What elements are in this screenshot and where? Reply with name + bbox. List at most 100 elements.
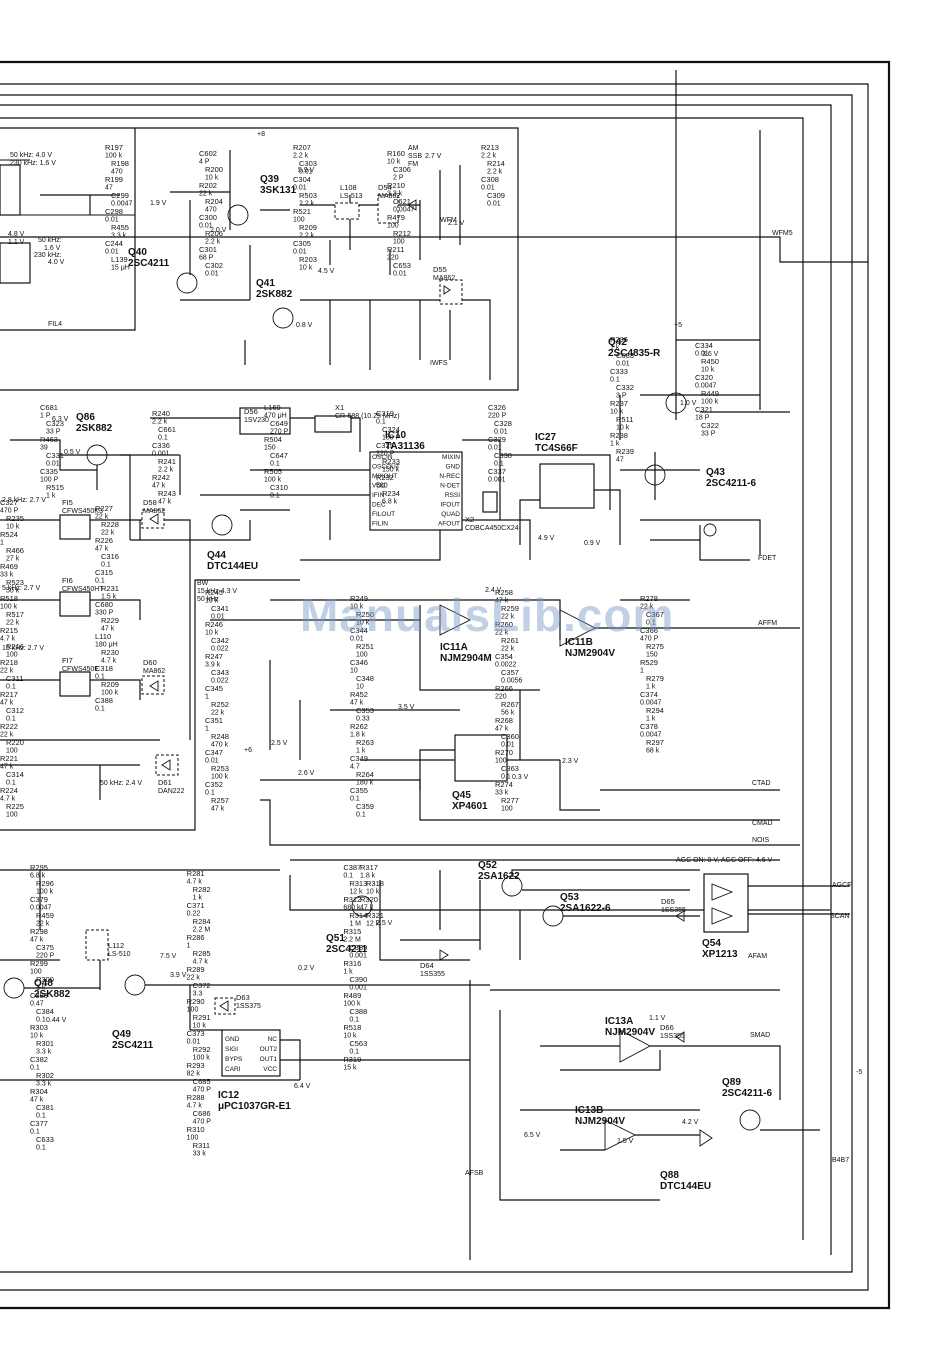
ic12-pin-left: BYPS (225, 1056, 243, 1063)
component-value-label: 10 k (366, 889, 380, 896)
component-value-label: 180 k (356, 780, 374, 787)
ic-part-label: TC4S66F (535, 443, 578, 454)
component-value-label: 27 k (6, 556, 20, 563)
component-ref-label: R300 (36, 975, 54, 984)
component-value-label: 0.22 (187, 911, 201, 918)
component-value-label: 82 k (187, 1071, 201, 1078)
component-ref-label: R314 (349, 911, 367, 920)
ic13b-opamp (604, 1119, 637, 1151)
filter-part-label: LS-510 (108, 951, 131, 958)
component-ref-label: C647 (270, 451, 288, 460)
component-ref-label: R263 (356, 738, 374, 747)
component-value-label: 0.1 (350, 796, 360, 803)
component-ref-label: R211 (387, 245, 404, 254)
component-value-label: 22 k (199, 191, 213, 198)
component-value-label: 22 k (36, 921, 50, 928)
component-ref-label: R282 (193, 885, 211, 894)
component-ref-label: C305 (293, 239, 311, 248)
component-ref-label: C344 (350, 626, 368, 635)
component-ref-label: C384 (36, 1007, 54, 1016)
component-value-label: 0.1 (36, 1017, 46, 1024)
component-value-label: 0.022 (211, 678, 229, 685)
component-value-label: 0.1 (158, 435, 168, 442)
component-value-label: 0.1 (270, 493, 280, 500)
component-ref-label: R259 (501, 604, 519, 613)
component-ref-label: R266 (495, 684, 513, 693)
transistor-ref-label: Q54 (702, 938, 721, 949)
component-ref-label: C374 (640, 690, 658, 699)
ic12-body (221, 1029, 281, 1077)
transistor-ref-label: Q42 (608, 337, 627, 348)
net-name-label: AFAM (748, 953, 767, 960)
component-ref-label: C333 (610, 367, 628, 376)
component-value-label: 220 P (376, 451, 395, 458)
component-value-label: 0.01 (616, 361, 630, 368)
component-ref-label: R304 (30, 1087, 48, 1096)
component-ref-label: C653 (393, 261, 411, 270)
component-value-label: 6.8 k (30, 873, 46, 880)
component-ref-label: C372 (193, 981, 211, 990)
component-value-label: 1 (205, 694, 209, 701)
component-ref-label: R229 (101, 616, 119, 625)
component-ref-label: R237 (610, 399, 628, 408)
component-ref-label: R320 (360, 895, 378, 904)
component-value-label: 150 (646, 652, 658, 659)
voltage-label: 3.9 V (170, 972, 187, 979)
component-ref-label: R231 (101, 584, 119, 593)
note-agc: AGC ON: 0 V, AGC OFF: 4.6 V (676, 857, 773, 864)
component-value-label: 2.2 k (152, 419, 168, 426)
component-value-label: 0.01 (501, 742, 515, 749)
component-value-label: 47 k (30, 1097, 44, 1104)
ic10-pin-left: FILIN (372, 521, 388, 528)
ic-part-label: NJM2904V (605, 1027, 655, 1038)
ic10-pin-right: GND (446, 464, 461, 471)
component-ref-label: C345 (205, 684, 223, 693)
component-ref-label: R479 (387, 213, 405, 222)
component-value-label: 2.2 k (481, 153, 497, 160)
component-value-label: 0.1 (101, 562, 111, 569)
component-ref-label: C621 (393, 197, 411, 206)
transistor-part-label: 2SC4211 (128, 258, 170, 269)
component-value-label: 0.1 (95, 578, 105, 585)
component-value-label: 1 k (646, 684, 656, 691)
component-ref-label: R521 (293, 207, 311, 216)
net-name-label: +8 (257, 131, 265, 138)
component-value-label: 220 P (488, 413, 507, 420)
filter-part-label: CFWS450E (62, 666, 99, 673)
component-value-label: 68 k (646, 748, 660, 755)
component-ref-label: C602 (199, 149, 217, 158)
component-value-label: 10 k (350, 604, 364, 611)
component-value-label: 18 P (695, 415, 710, 422)
lower-left-section (0, 869, 490, 1260)
ic10-pin-right: RSSI (445, 492, 460, 499)
sheet-frame (0, 60, 891, 1310)
component-ref-label: R212 (393, 229, 411, 238)
component-value-label: 0.1 (6, 780, 16, 787)
ic-ref-label: IC13A (605, 1016, 633, 1027)
component-value-label: 100 (393, 239, 405, 246)
component-value-label: 100 (6, 652, 18, 659)
top-bus-lines (0, 70, 869, 1291)
transistor-ref-label: Q52 (478, 860, 497, 871)
note-w15: 15 kHz: 2.7 V (2, 645, 44, 652)
component-ref-label: R310 (187, 1125, 205, 1134)
component-ref-label: R504 (264, 435, 282, 444)
net-name-label: CTAD (752, 780, 771, 787)
component-value-label: 33 k (193, 1151, 207, 1158)
transistor-part-label: 2SK882 (256, 289, 293, 300)
component-value-label: 4.7 k (101, 658, 117, 665)
component-value-label: 0.01 (488, 445, 502, 452)
component-ref-label: R264 (356, 770, 374, 779)
ic10-pin-right: N-DET (440, 483, 460, 490)
diode-part-label: MA862 (433, 275, 455, 282)
component-value-label: 100 k (211, 774, 229, 781)
component-ref-label: R216 (6, 642, 24, 651)
component-ref-label: R228 (101, 520, 119, 529)
component-value-label: 47 k (360, 905, 374, 912)
voltage-label: 6.3 V (52, 416, 69, 423)
component-ref-label: R319 (343, 1055, 361, 1064)
filter-ref-label: L108 (340, 183, 357, 192)
component-ref-label: C302 (205, 261, 223, 270)
component-value-label: 2.2 k (299, 201, 315, 208)
component-ref-label: R218 (0, 658, 18, 667)
